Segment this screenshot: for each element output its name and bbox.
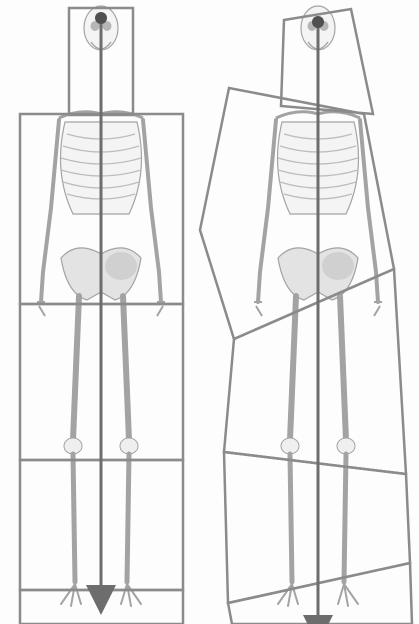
aligned-top-dot-icon <box>95 12 107 24</box>
aligned-posture-panel <box>20 6 183 624</box>
misaligned-feet-box <box>228 563 412 624</box>
misaligned-top-dot-icon <box>312 16 324 28</box>
misaligned-posture-panel <box>200 6 412 624</box>
